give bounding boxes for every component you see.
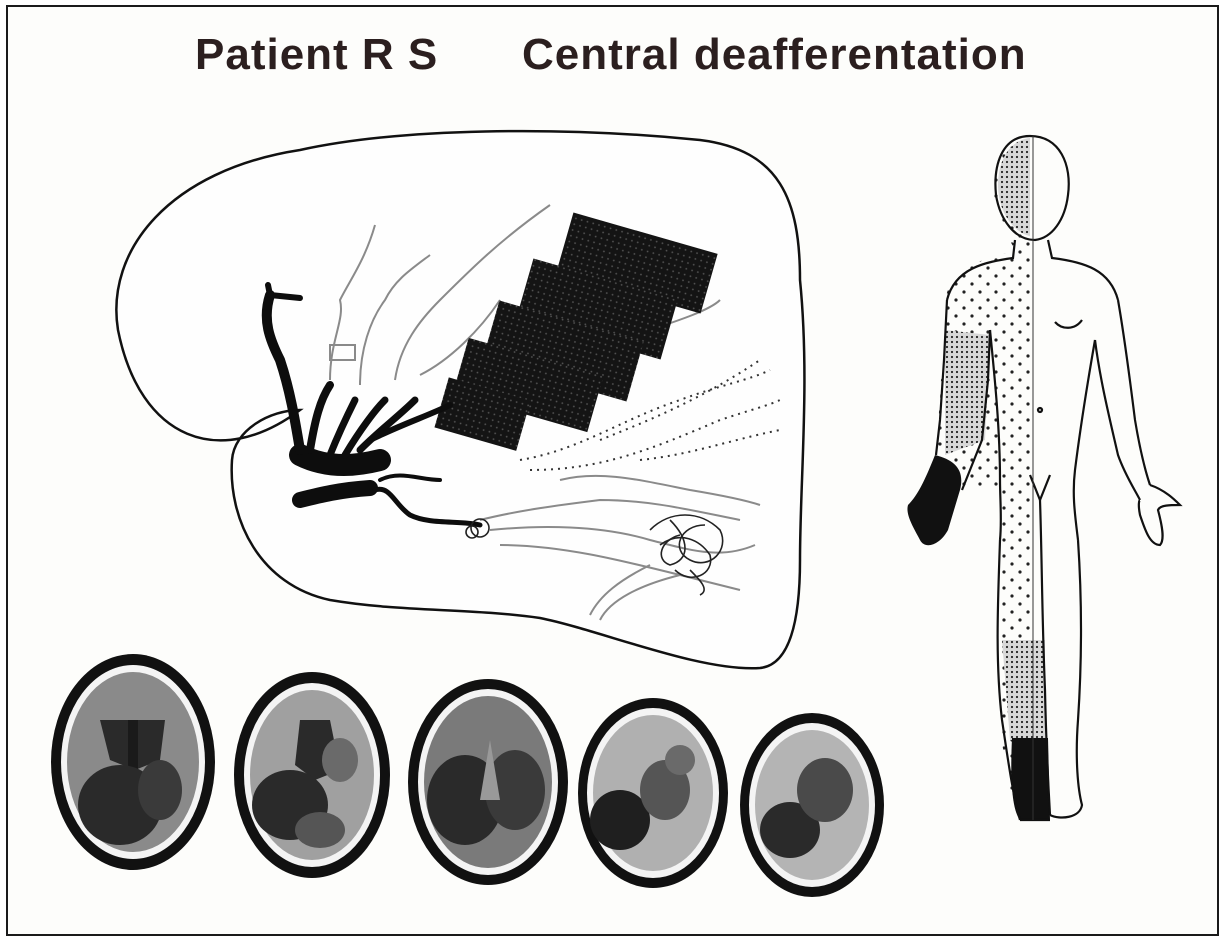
body-map	[907, 136, 1180, 820]
ct-scan	[51, 654, 215, 870]
ct-scan	[740, 713, 884, 897]
ct-scans	[51, 654, 884, 897]
ct-scan	[578, 698, 728, 888]
brain-map	[116, 131, 804, 668]
ct-scan	[234, 672, 390, 878]
hand-shading	[907, 455, 961, 545]
ct-scan	[408, 679, 568, 885]
